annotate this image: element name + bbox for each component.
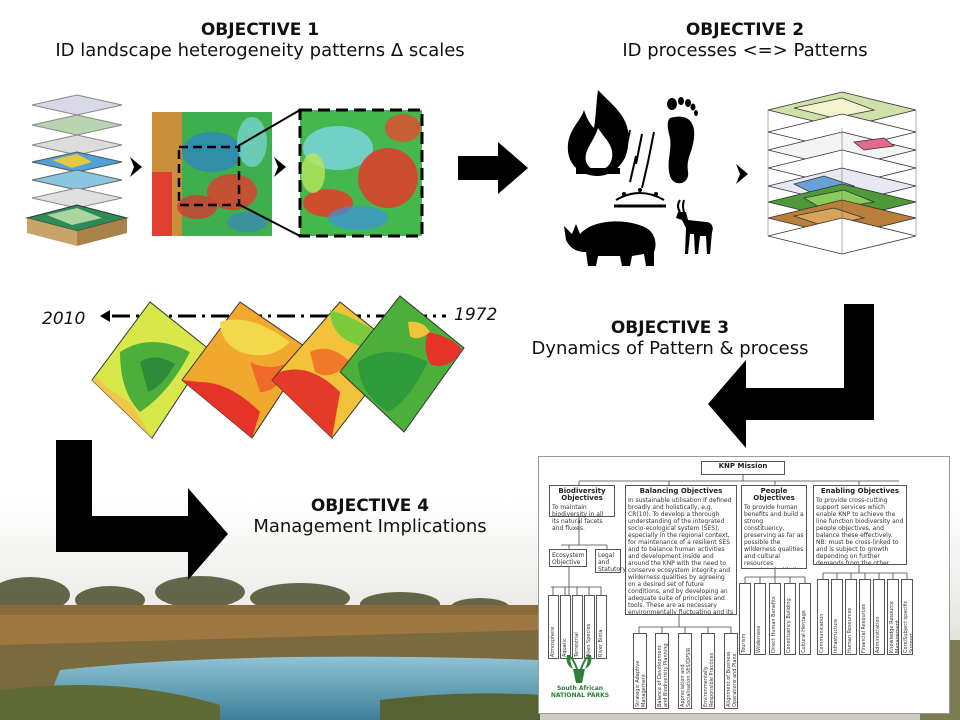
enabling-item: Knowledge Resource Management xyxy=(887,579,899,655)
balancing-objectives-box: Balancing Objectives In sustainable util… xyxy=(625,485,737,615)
rhino-icon xyxy=(564,221,656,266)
balancing-item: Appreciation and Socialisation SES/DPSIR… xyxy=(678,633,692,709)
balancing-item: Alignment of Business Operations and Pla… xyxy=(724,633,738,709)
people-item: Cultural Heritage xyxy=(799,583,811,655)
bio-item: Alien Species xyxy=(584,595,595,659)
people-item: Wilderness xyxy=(754,583,766,655)
people-text: To provide human benefits and build a st… xyxy=(744,504,804,568)
chevron-right-icon xyxy=(130,157,142,177)
balancing-item: Environmentally Responsible Practices xyxy=(701,633,715,709)
enabling-item: Financial Resources xyxy=(859,579,871,655)
heterogeneity-map-zoom xyxy=(238,108,424,238)
knp-mission-chart: KNP Mission Biodiversity Objectives To m… xyxy=(538,456,950,714)
fire-icon xyxy=(567,90,629,176)
biodiversity-title: Biodiversity Objectives xyxy=(558,487,606,502)
timeline-end-year: 1972 xyxy=(454,305,498,325)
balancing-item: Balance of Development and Biodiversity … xyxy=(655,633,669,709)
arrow-right-icon xyxy=(458,142,528,194)
sanparks-logo-line2: NATIONAL PARKS xyxy=(550,692,610,699)
enabling-title: Enabling Objectives xyxy=(820,487,900,495)
objective-1-subtitle: ID landscape heterogeneity patterns Δ sc… xyxy=(55,40,465,61)
enabling-item: Administration xyxy=(873,579,885,655)
knp-mission-box: KNP Mission xyxy=(701,461,785,475)
people-item: Tourism xyxy=(739,583,751,655)
ecosystem-objective-label: Ecosystem Objective xyxy=(552,552,585,566)
enabling-objectives-box: Enabling Objectives To provide cross-cut… xyxy=(813,485,907,565)
objective-4-block: OBJECTIVE 4 Management Implications xyxy=(230,496,510,537)
sanparks-logo-line1: South African xyxy=(556,685,604,692)
objective-1-block: OBJECTIVE 1 ID landscape heterogeneity p… xyxy=(20,20,500,61)
objective-4-title: OBJECTIVE 4 xyxy=(310,496,430,516)
ecosystem-objective-box: Ecosystem Objective xyxy=(549,549,587,567)
chevron-right-icon xyxy=(736,164,748,184)
objective-2-title: OBJECTIVE 2 xyxy=(685,20,805,40)
enabling-item: Infrastructure xyxy=(831,579,843,655)
enabling-text: To provide cross-cutting support service… xyxy=(816,497,904,565)
org-chart-connectors xyxy=(551,475,908,633)
heterogeneity-map-small xyxy=(152,112,272,236)
gis-layer-stack xyxy=(767,91,917,255)
people-objectives-box: People Objectives To provide human benef… xyxy=(741,485,807,569)
sanparks-logo-icon xyxy=(566,655,592,683)
sanparks-logo-text: South African NATIONAL PARKS xyxy=(545,685,615,699)
bio-item: River Biota xyxy=(596,595,607,659)
balancing-text: In sustainable utilisation if defined br… xyxy=(628,497,734,615)
enabling-item: Human Resources xyxy=(845,579,857,655)
objective-2-block: OBJECTIVE 2 ID processes <=> Patterns xyxy=(560,20,930,61)
objective-4-subtitle: Management Implications xyxy=(253,516,487,537)
bio-item: Terrestrial xyxy=(572,595,583,659)
arrow-down-right-icon xyxy=(56,440,228,580)
knp-mission-title: KNP Mission xyxy=(718,462,768,470)
historical-maps xyxy=(91,295,465,439)
objective-1-title: OBJECTIVE 1 xyxy=(200,20,320,40)
legal-statutory-box: Legal and Statutory xyxy=(595,549,626,573)
objective-3-subtitle: Dynamics of Pattern & process xyxy=(531,338,809,359)
balancing-item: Strategic Adaptive Management xyxy=(633,633,647,709)
arrow-down-left-icon xyxy=(708,304,874,448)
antelope-icon xyxy=(676,199,713,254)
enabling-item: Communication xyxy=(817,579,829,655)
chevron-right-icon xyxy=(274,157,286,177)
timeline-start-year: 2010 xyxy=(42,309,86,329)
legal-statutory-label: Legal and Statutory xyxy=(598,552,627,573)
layer-stack-3d xyxy=(25,94,129,246)
people-item: Direct Human Benefits xyxy=(769,583,781,655)
people-title: People Objectives xyxy=(753,487,795,502)
bio-item: Aquatic xyxy=(560,595,571,659)
bio-item: Atmosphere xyxy=(548,595,559,659)
enabling-item: Core/Subject specific Support xyxy=(901,579,913,655)
objective-3-title: OBJECTIVE 3 xyxy=(610,318,730,338)
people-item: Constituency Building xyxy=(784,583,796,655)
footprint-icon xyxy=(667,97,698,184)
rain-icon xyxy=(614,129,666,208)
balancing-title: Balancing Objectives xyxy=(639,487,723,495)
objective-3-block: OBJECTIVE 3 Dynamics of Pattern & proces… xyxy=(510,318,830,359)
biodiversity-text: To maintain biodiversity in all its natu… xyxy=(552,504,604,532)
biodiversity-objectives-box: Biodiversity Objectives To maintain biod… xyxy=(549,485,615,532)
objective-2-subtitle: ID processes <=> Patterns xyxy=(622,40,868,61)
